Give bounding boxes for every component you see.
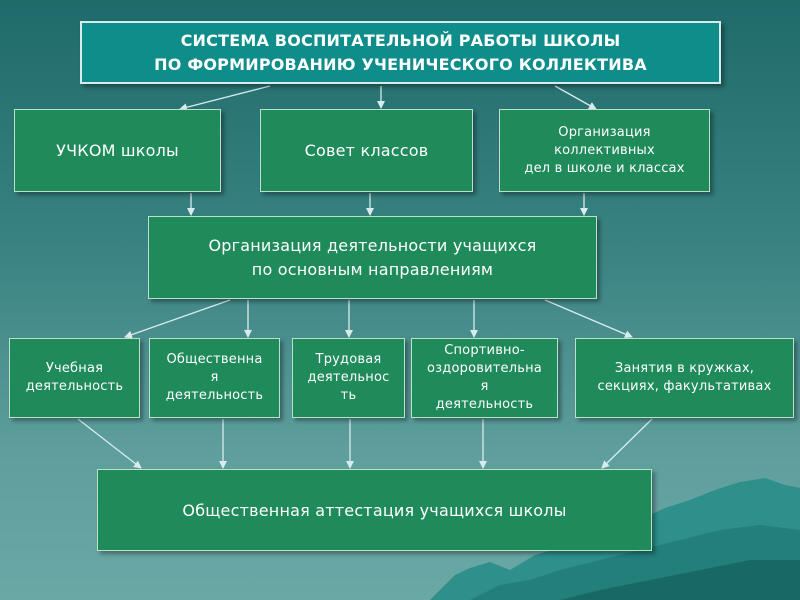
arrow-main-to-zan [544, 299, 633, 338]
arrow-title-to-uchkom [179, 85, 271, 112]
arrow-zan-to-attest [601, 418, 653, 469]
box-sovet-klassov: Совет классов [260, 109, 473, 192]
box-organizaciya-del: Организация коллективных дел в школе и к… [499, 109, 710, 192]
box-obshestvennaya: Общественна я деятельность [149, 338, 280, 418]
diagram-title: СИСТЕМА ВОСПИТАТЕЛЬНОЙ РАБОТЫ ШКОЛЫ ПО Ф… [80, 21, 721, 84]
box-zanyatiya: Занятия в кружках, секциях, факультатива… [575, 338, 794, 418]
box-attestaciya: Общественная аттестация учащихся школы [97, 469, 652, 551]
box-organizaciya-deyatelnosti: Организация деятельности учащихся по осн… [148, 216, 597, 299]
box-uchebnaya: Учебная деятельность [9, 338, 140, 418]
box-trudovaya: Трудовая деятельнос ть [292, 338, 405, 418]
arrow-title-to-org [554, 85, 597, 110]
arrow-main-to-ucheb [124, 299, 231, 339]
arrow-ucheb-to-attest [77, 418, 142, 469]
box-uchkom: УЧКОМ школы [14, 109, 221, 192]
box-sportivno-ozdorovitelnaya: Спортивно- оздоровительна я деятельность [411, 338, 558, 418]
